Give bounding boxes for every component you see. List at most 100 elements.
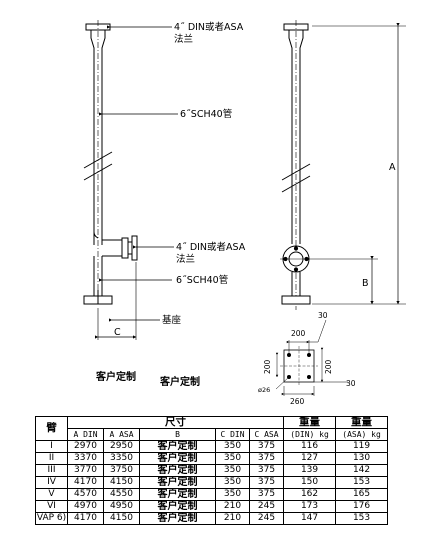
base-label: 基座 bbox=[162, 314, 182, 326]
table-cell-w-asa: 130 bbox=[335, 452, 389, 465]
table-cell-c-asa: 245 bbox=[248, 512, 285, 525]
table-cell-c-asa: 245 bbox=[248, 500, 285, 513]
table-cell-a-din: 4170 bbox=[67, 512, 104, 525]
table-cell-b: 客户定制 bbox=[139, 512, 216, 525]
table-cell-a-din: 4970 bbox=[67, 500, 104, 513]
custom-label-left: 客户定制 bbox=[95, 370, 136, 383]
base-dim-200-left: 200 bbox=[263, 359, 272, 374]
table-cell-w-din: 147 bbox=[283, 512, 337, 525]
table-cell-c-din: 350 bbox=[215, 452, 250, 465]
table-cell-a-din: 3370 bbox=[67, 452, 104, 465]
side-flange bbox=[121, 237, 129, 259]
table-cell-c-asa: 375 bbox=[248, 464, 285, 477]
table-cell-c-din: 350 bbox=[215, 476, 250, 489]
table-cell-a-asa: 4950 bbox=[103, 500, 140, 513]
header-weight-asa: 重量 bbox=[335, 416, 389, 429]
technical-drawing: 4˝ DIN或者ASA 法兰 6˝SCH40管 4˝ DIN或者ASA 法兰 6… bbox=[83, 20, 406, 406]
side-view bbox=[280, 20, 406, 310]
flange-side-label-2: 法兰 bbox=[176, 253, 195, 265]
header-weight-din: 重量 bbox=[283, 416, 337, 429]
table-cell-a-asa: 2950 bbox=[103, 440, 140, 453]
header-size: 尺寸 bbox=[66, 416, 285, 429]
base-detail bbox=[275, 319, 348, 396]
subheader-weight-asa: (ASA) kg bbox=[335, 428, 389, 441]
side-base-plate bbox=[281, 295, 311, 305]
pipe-side-label: 6˝SCH40管 bbox=[176, 274, 228, 286]
table-cell-a-asa: 4150 bbox=[103, 512, 140, 525]
side-branch bbox=[93, 231, 122, 257]
table-cell-b: 客户定制 bbox=[139, 452, 216, 465]
dim-a-label: A bbox=[389, 162, 396, 173]
table-cell-arm: V bbox=[35, 488, 68, 501]
dim-b-label: B bbox=[362, 278, 369, 289]
table-cell-w-asa: 153 bbox=[335, 512, 389, 525]
subheader-a-asa: A ASA bbox=[103, 428, 140, 441]
base-dim-30-bottom: 30 bbox=[346, 379, 356, 388]
subheader-a-din: A DIN bbox=[67, 428, 104, 441]
table-cell-arm: IV bbox=[35, 476, 68, 489]
table-cell-a-asa: 3750 bbox=[103, 464, 140, 477]
table-cell-w-din: 116 bbox=[283, 440, 337, 453]
table-cell-a-din: 3770 bbox=[67, 464, 104, 477]
top-reducer bbox=[90, 30, 106, 58]
base-dim-260: 260 bbox=[290, 397, 305, 406]
spec-table: 臂 尺寸 重量 重量 A DIN A ASA B C DIN C ASA (DI… bbox=[35, 416, 389, 525]
table-cell-arm: VI bbox=[35, 500, 68, 513]
table-cell-c-asa: 375 bbox=[248, 476, 285, 489]
table-cell-w-asa: 119 bbox=[335, 440, 389, 453]
table-cell-a-din: 4570 bbox=[67, 488, 104, 501]
table-cell-w-asa: 142 bbox=[335, 464, 389, 477]
table-cell-w-din: 173 bbox=[283, 500, 337, 513]
table-cell-a-asa: 3350 bbox=[103, 452, 140, 465]
table-cell-c-din: 210 bbox=[215, 512, 250, 525]
table-cell-w-din: 150 bbox=[283, 476, 337, 489]
subheader-c-asa: C ASA bbox=[248, 428, 285, 441]
base-dim-200-right: 200 bbox=[324, 359, 333, 374]
front-view bbox=[83, 20, 138, 340]
table-cell-arm: VAP 6) bbox=[35, 512, 68, 525]
table-cell-a-din: 2970 bbox=[67, 440, 104, 453]
table-cell-b: 客户定制 bbox=[139, 440, 216, 453]
flange-top-label-2: 法兰 bbox=[174, 33, 193, 45]
table-cell-c-asa: 375 bbox=[248, 452, 285, 465]
table-cell-c-asa: 375 bbox=[248, 488, 285, 501]
table-cell-b: 客户定制 bbox=[139, 500, 216, 513]
subheader-b: B bbox=[139, 428, 216, 441]
base-dim-30-top: 30 bbox=[318, 311, 328, 320]
subheader-c-din: C DIN bbox=[215, 428, 250, 441]
header-arm: 臂 bbox=[35, 416, 68, 441]
custom-label-right: 客户定制 bbox=[159, 375, 200, 388]
table-cell-c-din: 210 bbox=[215, 500, 250, 513]
table-cell-a-din: 4170 bbox=[67, 476, 104, 489]
table-cell-c-asa: 375 bbox=[248, 440, 285, 453]
table-cell-w-din: 127 bbox=[283, 452, 337, 465]
table-cell-arm: III bbox=[35, 464, 68, 477]
table-cell-w-asa: 153 bbox=[335, 476, 389, 489]
table-cell-b: 客户定制 bbox=[139, 488, 216, 501]
table-cell-arm: I bbox=[35, 440, 68, 453]
base-dim-hole: ø26 bbox=[258, 386, 270, 394]
table-cell-w-din: 139 bbox=[283, 464, 337, 477]
table-cell-w-asa: 176 bbox=[335, 500, 389, 513]
table-cell-b: 客户定制 bbox=[139, 464, 216, 477]
table-cell-arm: II bbox=[35, 452, 68, 465]
table-cell-c-din: 350 bbox=[215, 464, 250, 477]
subheader-weight-din: (DIN) kg bbox=[283, 428, 337, 441]
table-cell-c-din: 350 bbox=[215, 488, 250, 501]
pipe-label: 6˝SCH40管 bbox=[180, 108, 232, 120]
base-dim-200-top: 200 bbox=[291, 329, 306, 338]
dim-c-label: C bbox=[114, 327, 121, 338]
table-cell-a-asa: 4550 bbox=[103, 488, 140, 501]
flange-side-label-1: 4˝ DIN或者ASA bbox=[176, 241, 246, 253]
table-cell-a-asa: 4150 bbox=[103, 476, 140, 489]
table-cell-b: 客户定制 bbox=[139, 476, 216, 489]
flange-top-label-1: 4˝ DIN或者ASA bbox=[174, 21, 244, 33]
table-cell-w-asa: 165 bbox=[335, 488, 389, 501]
table-cell-w-din: 162 bbox=[283, 488, 337, 501]
